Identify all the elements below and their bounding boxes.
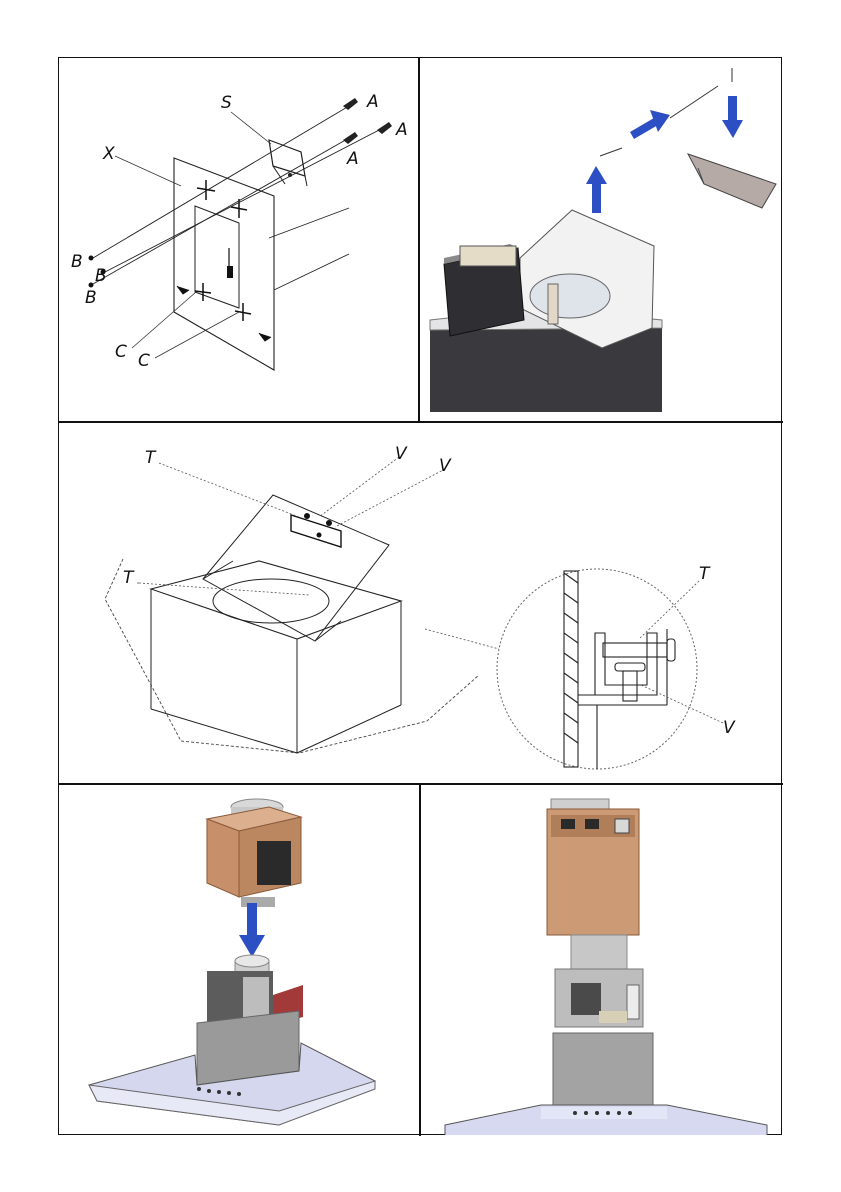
up-arrow-icon — [586, 166, 607, 213]
label-A1: A — [366, 92, 379, 112]
assembled-drawing — [421, 785, 783, 1135]
label-T3: T — [699, 564, 711, 584]
label-C2: C — [138, 351, 150, 371]
label-V2: V — [439, 456, 452, 476]
label-T1: T — [145, 448, 157, 468]
label-T2: T — [123, 568, 135, 588]
panel-assembled — [421, 785, 783, 1135]
bracket-detail-drawing: T T V V T V — [59, 423, 783, 783]
wall-bracket-drawing: S X A A A B B B C C — [59, 58, 418, 421]
motor-insert-drawing — [59, 785, 419, 1135]
panel-motor-lift — [420, 58, 783, 421]
label-B1: B — [71, 252, 83, 272]
down-arrow-icon — [239, 903, 265, 957]
figure-frame: S X A A A B B B C C — [58, 57, 782, 1135]
label-V1: V — [395, 444, 408, 464]
label-X: X — [102, 144, 115, 164]
panel-wall-bracket: S X A A A B B B C C — [59, 58, 418, 421]
diagonal-arrow-icon — [630, 110, 670, 139]
label-S: S — [221, 93, 232, 113]
label-C1: C — [115, 342, 127, 362]
panel-bracket-detail: T T V V T V — [59, 423, 783, 783]
label-V3: V — [723, 718, 736, 738]
label-A3: A — [346, 149, 359, 169]
label-B2: B — [95, 266, 107, 286]
label-B3: B — [85, 288, 97, 308]
motor-lift-drawing — [420, 58, 783, 421]
panel-motor-insert — [59, 785, 419, 1135]
down-arrow-icon — [722, 96, 743, 138]
label-A2: A — [395, 120, 408, 140]
